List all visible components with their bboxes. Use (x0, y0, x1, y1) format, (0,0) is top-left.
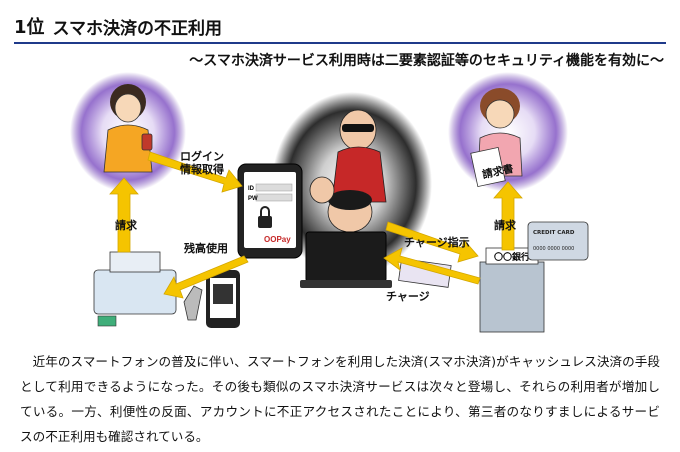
left-user-figure (70, 72, 186, 192)
zandaka-label: 残高使用 (184, 242, 228, 255)
credit-card-icon: CREDIT CARD 0000 0000 0000 (527, 221, 589, 261)
seikyu-right-label: 請求 (494, 219, 516, 232)
phone-id-text: ID (248, 186, 255, 192)
right-victim-figure (448, 72, 568, 192)
login-label-line2: 情報取得 (180, 163, 224, 176)
charge-label: チャージ (386, 290, 430, 303)
arrow-charge (383, 247, 481, 285)
phone-brand-text: OOPay (264, 235, 291, 244)
page-subtitle: 〜スマホ決済サービス利用時は二要素認証等のセキュリティ機能を有効に〜 (189, 53, 664, 69)
charge-shiji-label: チャージ指示 (404, 236, 470, 249)
login-label-line1: ログイン (180, 150, 224, 163)
lock-icon (258, 206, 272, 228)
card-number-text: 0000 0000 0000 (533, 246, 574, 252)
arrow-zandaka (163, 255, 249, 299)
diagram-svg: ID PW OOPay 〇〇銀行 (70, 72, 589, 333)
fraud-diagram: ID PW OOPay 〇〇銀行 (0, 72, 680, 344)
arrow-charge-shiji (385, 221, 479, 263)
card-label-text: CREDIT CARD (533, 230, 575, 236)
login-label: ログイン 情報取得 (180, 150, 224, 176)
cash-register-icon (93, 251, 177, 327)
arrow-seikyu-left (109, 177, 139, 253)
qr-phone-icon (206, 270, 240, 328)
section-header: 1位 スマホ決済の不正利用 (14, 14, 666, 44)
body-paragraph: 近年のスマートフォンの普及に伴い、スマートフォンを利用した決済(スマホ決済)がキ… (20, 354, 660, 444)
seikyu-left-label: 請求 (115, 219, 137, 232)
phone-pw-text: PW (248, 196, 258, 202)
bank-sign-text: 〇〇銀行 (494, 251, 530, 263)
smartphone-device: ID PW OOPay (237, 163, 303, 259)
arrows (109, 151, 523, 299)
barcode-scanner-icon (183, 285, 203, 321)
bank-building-icon: 〇〇銀行 (479, 247, 545, 333)
page-title: スマホ決済の不正利用 (52, 19, 223, 39)
arrow-login (147, 151, 243, 193)
rank-label: 1位 (14, 17, 45, 38)
arrow-seikyu-right (493, 181, 523, 251)
